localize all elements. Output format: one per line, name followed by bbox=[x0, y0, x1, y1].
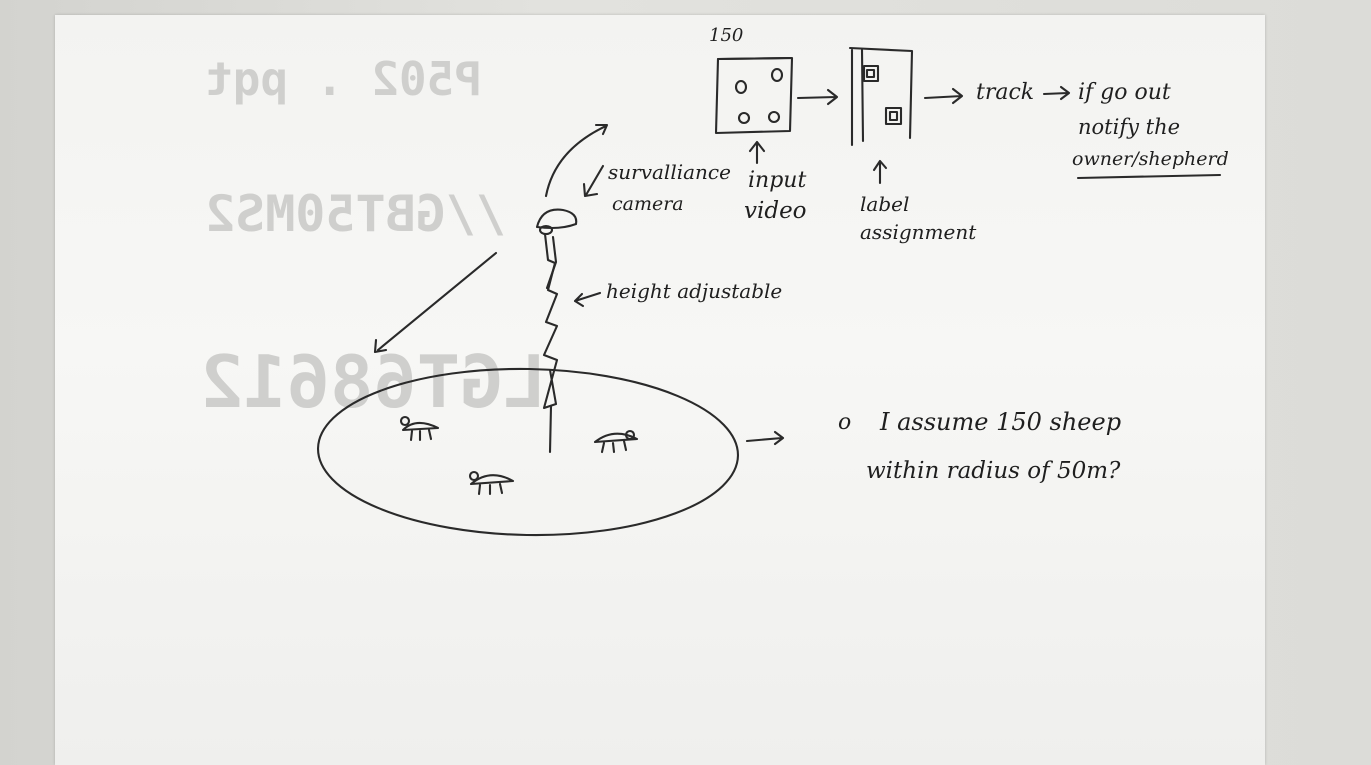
input-video-frame bbox=[714, 56, 794, 135]
label-assignment-frame bbox=[848, 46, 914, 147]
arrow-icon bbox=[582, 164, 605, 198]
notify-the-label: notify the bbox=[1078, 115, 1181, 139]
pasture-field bbox=[316, 367, 740, 537]
adjustable-pole bbox=[542, 232, 559, 454]
camera-icon bbox=[535, 208, 578, 236]
arrow-icon bbox=[745, 430, 785, 446]
sheep-icon bbox=[468, 470, 515, 496]
track-label: track bbox=[976, 80, 1035, 105]
sheep-icon bbox=[399, 415, 440, 442]
owner-shepherd-label: owner/shepherd bbox=[1072, 148, 1229, 170]
surveillance-label-line-2: camera bbox=[612, 193, 684, 215]
up-arrow-icon bbox=[748, 140, 766, 165]
height-adjustable-label: height adjustable bbox=[606, 279, 783, 303]
arrow-icon bbox=[1042, 85, 1071, 101]
frame-count-label: 150 bbox=[709, 25, 744, 46]
curved-arrow-icon bbox=[544, 123, 609, 198]
if-go-out-label: if go out bbox=[1078, 80, 1171, 105]
label-label-line-1: label bbox=[860, 192, 910, 216]
note-line-1: I assume 150 sheep bbox=[880, 408, 1122, 436]
arrow-icon bbox=[573, 291, 602, 308]
input-label-line-1: input bbox=[748, 168, 807, 193]
label-label-line-2: assignment bbox=[860, 220, 977, 244]
sheep-icon bbox=[593, 429, 639, 454]
up-arrow-icon bbox=[872, 159, 888, 185]
arrow-icon bbox=[796, 88, 839, 106]
surveillance-label-line-1: survalliance bbox=[608, 160, 731, 184]
underline bbox=[1076, 173, 1222, 180]
input-label-line-2: video bbox=[744, 198, 807, 224]
note-line-2: within radius of 50m? bbox=[866, 458, 1121, 484]
view-line bbox=[373, 251, 498, 354]
note-bullet: o bbox=[838, 410, 852, 435]
arrow-icon bbox=[923, 87, 964, 105]
